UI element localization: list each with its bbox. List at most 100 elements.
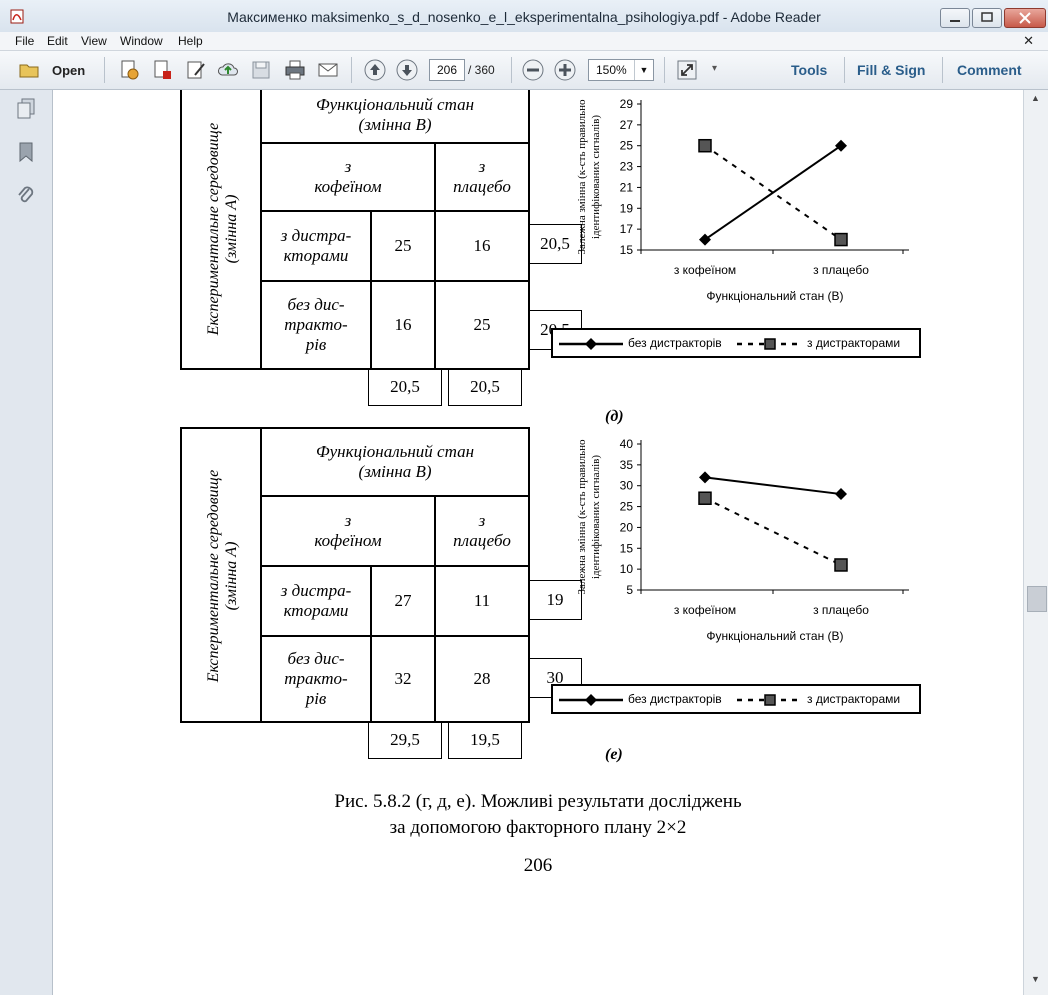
menu-window[interactable]: Window <box>120 34 163 48</box>
column-mean: 20,5 <box>368 368 442 406</box>
column-header-line: кофеїном <box>314 177 382 196</box>
row-header-line: з дистра- <box>280 581 352 600</box>
zoom-level-select[interactable]: 150% ▼ <box>588 59 654 81</box>
legend-label: без дистракторів <box>628 336 722 350</box>
row-header-no-distractors: без дис- тракто- рів <box>260 280 372 370</box>
fill-sign-pane-button[interactable]: Fill & Sign <box>857 62 926 78</box>
scroll-down-icon[interactable]: ▼ <box>1031 974 1040 984</box>
restore-icon <box>981 12 993 22</box>
y-tick-label: 35 <box>620 458 634 472</box>
page-thumbnails-icon[interactable] <box>16 98 36 120</box>
main-toolbar: Open 206 / 360 <box>0 51 1048 90</box>
row-header-line: без дис- <box>287 295 345 314</box>
data-point-diamond <box>835 488 847 501</box>
save-icon[interactable] <box>250 59 272 81</box>
legend-solid-line-icon <box>559 694 623 706</box>
data-point-diamond <box>699 471 711 484</box>
column-mean: 20,5 <box>448 368 522 406</box>
y-tick-label: 23 <box>620 160 634 174</box>
factor-b-title: Функціональний стан <box>315 442 475 461</box>
column-header-line: з <box>344 511 352 530</box>
create-pdf-icon[interactable] <box>118 59 140 81</box>
cell-value: 32 <box>370 635 436 723</box>
toolbar-separator <box>351 57 352 83</box>
row-header-line: з дистра- <box>280 226 352 245</box>
window-title: Максименко maksimenko_s_d_nosenko_e_l_ek… <box>227 9 821 25</box>
menu-view[interactable]: View <box>81 34 107 48</box>
factor-b-subtitle: (змінна В) <box>358 115 432 134</box>
data-point-diamond <box>699 233 711 246</box>
toolbar-separator <box>664 57 665 83</box>
row-header-line: рів <box>305 689 327 708</box>
tools-pane-button[interactable]: Tools <box>791 62 828 78</box>
zoom-in-icon[interactable] <box>554 59 576 81</box>
y-tick-label: 30 <box>620 479 634 493</box>
export-pdf-icon[interactable] <box>151 59 173 81</box>
row-header-line: рів <box>305 335 327 354</box>
toolbar-options-icon[interactable]: ▾ <box>712 63 718 74</box>
attachments-icon[interactable] <box>16 184 36 206</box>
open-folder-icon[interactable] <box>18 59 40 81</box>
y-tick-label: 15 <box>620 541 634 555</box>
next-page-icon[interactable] <box>396 59 418 81</box>
page-number-input[interactable]: 206 <box>429 59 465 81</box>
column-header-line: з <box>478 157 486 176</box>
factor-a-header: Експериментальне середовище (змінна А) <box>180 427 262 723</box>
cloud-upload-icon[interactable] <box>217 59 239 81</box>
email-icon[interactable] <box>317 59 339 81</box>
cell-value: 11 <box>434 565 530 637</box>
chevron-down-icon[interactable]: ▼ <box>634 60 653 80</box>
menu-help[interactable]: Help <box>178 34 203 48</box>
row-header-no-distractors: без дис- тракто- рів <box>260 635 372 723</box>
column-header-placebo: з плацебо <box>434 142 530 212</box>
row-header-line: кторами <box>283 246 349 265</box>
y-tick-label: 21 <box>620 180 634 194</box>
column-header-placebo: з плацебо <box>434 495 530 567</box>
scrollbar-thumb[interactable] <box>1027 586 1047 612</box>
legend-dashed-line-icon <box>737 694 803 706</box>
full-screen-icon[interactable] <box>676 59 698 81</box>
column-header-line: з <box>478 511 486 530</box>
factor-a-subtitle: (змінна А) <box>223 194 240 264</box>
menu-bar: File Edit View Window Help ✕ <box>0 32 1048 51</box>
cell-value: 27 <box>370 565 436 637</box>
pdf-page: Експериментальне середовище (змінна А) Ф… <box>53 90 1023 995</box>
edit-pdf-icon[interactable] <box>185 59 207 81</box>
pdf-app-icon <box>10 9 24 24</box>
minimize-button[interactable] <box>940 8 970 28</box>
open-button[interactable]: Open <box>52 63 86 78</box>
navigation-pane <box>0 90 53 995</box>
menu-file[interactable]: File <box>15 34 35 48</box>
cell-value: 16 <box>434 210 530 282</box>
close-button[interactable] <box>1004 8 1046 28</box>
factor-b-header: Функціональний стан (змінна В) <box>260 90 530 144</box>
zoom-out-icon[interactable] <box>522 59 544 81</box>
vertical-scrollbar[interactable]: ▲ ▼ <box>1023 90 1048 995</box>
legend-label: з дистракторами <box>807 336 901 350</box>
zoom-level-value: 150% <box>596 63 627 77</box>
y-tick-label: 10 <box>620 562 634 576</box>
chart-legend-e: без дистракторів з дистракторами <box>551 684 921 714</box>
factor-a-subtitle: (змінна А) <box>223 541 240 611</box>
menu-edit[interactable]: Edit <box>47 34 68 48</box>
x-axis-label: Функціональний стан (В) <box>706 629 843 643</box>
x-tick-label: з кофеїном <box>674 263 736 277</box>
previous-page-icon[interactable] <box>364 59 386 81</box>
restore-button[interactable] <box>972 8 1002 28</box>
scroll-up-icon[interactable]: ▲ <box>1031 93 1040 103</box>
comment-pane-button[interactable]: Comment <box>957 62 1022 78</box>
cell-value: 25 <box>434 280 530 370</box>
legend-label: з дистракторами <box>807 692 901 706</box>
print-icon[interactable] <box>284 59 306 81</box>
panel-label-e: (е) <box>605 746 623 763</box>
page-number: 206 <box>523 855 553 876</box>
data-point-square <box>698 491 712 505</box>
bookmarks-icon[interactable] <box>16 141 36 163</box>
cell-value: 16 <box>370 280 436 370</box>
row-header-line: тракто- <box>284 315 348 334</box>
close-document-icon[interactable]: ✕ <box>1023 33 1034 48</box>
x-tick-label: з плацебо <box>813 263 869 277</box>
